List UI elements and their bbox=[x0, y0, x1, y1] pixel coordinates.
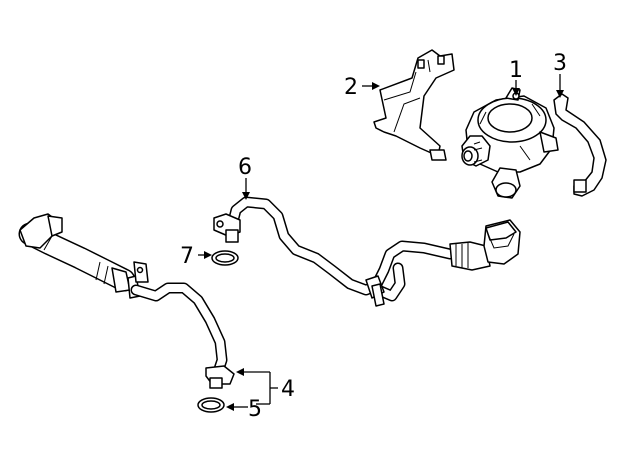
callout-4: 4 bbox=[281, 377, 295, 402]
callout-1: 1 bbox=[509, 58, 523, 83]
callout-6: 6 bbox=[238, 155, 252, 180]
callout-2: 2 bbox=[344, 75, 358, 100]
leader-lines bbox=[198, 74, 564, 411]
o-ring-lower-icon[interactable] bbox=[197, 397, 225, 413]
callout-3: 3 bbox=[553, 51, 567, 76]
coolant-line-upper-icon[interactable] bbox=[213, 196, 521, 307]
callout-5: 5 bbox=[248, 397, 262, 422]
coolant-line-lower-icon[interactable] bbox=[18, 213, 235, 389]
callout-7: 7 bbox=[180, 244, 194, 269]
o-ring-upper-icon[interactable] bbox=[211, 250, 239, 266]
pump-strap-icon[interactable] bbox=[553, 93, 607, 197]
callout-labels: 1 2 3 4 5 6 7 bbox=[180, 51, 567, 422]
water-pump-icon[interactable] bbox=[461, 87, 559, 199]
mounting-bracket-icon[interactable] bbox=[373, 49, 455, 161]
